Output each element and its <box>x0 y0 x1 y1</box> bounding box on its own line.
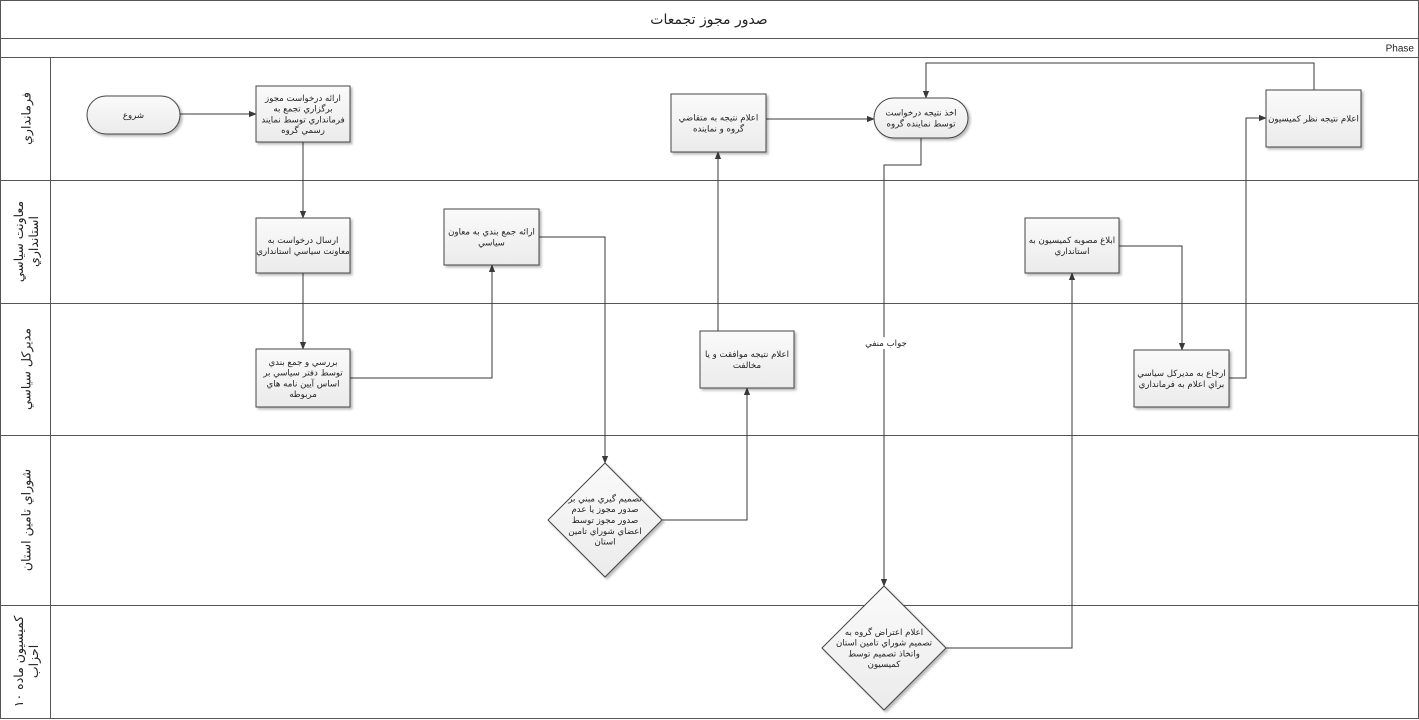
diagram-title: صدور مجوز تجمعات <box>650 12 767 28</box>
edge-d2-n8 <box>946 272 1076 649</box>
edge-n4-d1 <box>539 236 609 464</box>
phase-bar <box>0 38 1419 58</box>
edges-layer: جواب منفي <box>180 62 1315 649</box>
decision-shape <box>547 462 663 578</box>
edge-label-n7-d2: جواب منفي <box>865 339 907 349</box>
title-bar <box>0 0 1419 39</box>
node-label-n10: اعلام نتيجه نظر كميسيون <box>1268 115 1359 125</box>
lane-label-komision: كميسيون ماده ۱۰احزاب <box>11 616 42 708</box>
lane-header-farmandari <box>0 57 51 181</box>
process-shape <box>1133 349 1230 408</box>
process-shape <box>699 330 795 389</box>
edge-n8-n9 <box>1119 245 1186 351</box>
lane-label-farmandari: فرمانداري <box>19 92 35 145</box>
process-shape <box>255 217 351 274</box>
lane-label-shora: شوراي تامين استان <box>19 469 35 571</box>
lane-label-modirkol: مديركل سياسي <box>19 328 35 410</box>
process-shape <box>670 93 767 153</box>
process-shape <box>1024 217 1120 274</box>
lane-label-moavenat: معاونت سياسياستانداري <box>11 201 42 282</box>
terminator-shape <box>873 97 969 139</box>
lane-header-komision <box>0 605 51 719</box>
process-shape <box>255 85 351 143</box>
edge-n7-d2 <box>880 138 922 587</box>
node-label-start: شروع <box>123 111 144 121</box>
edge-n10-n7 <box>922 62 1315 99</box>
process-shape <box>443 208 540 266</box>
edge-label-bg <box>866 337 906 349</box>
process-shape <box>255 348 351 408</box>
edge-n9-n10 <box>1229 114 1267 379</box>
lanes-layer: فرمانداري معاونت سياسياستانداري مديركل سيا… <box>0 57 1419 719</box>
node-start: شروع <box>86 95 181 135</box>
decision-shape <box>821 585 947 711</box>
process-shape <box>1265 89 1362 148</box>
node-n10: اعلام نتيجه نظر كميسيون <box>1265 89 1362 148</box>
terminator-shape <box>86 95 181 135</box>
phase-label: Phase <box>1386 44 1415 55</box>
edge-n3-n4 <box>350 264 496 379</box>
edge-d1-n5 <box>662 387 751 521</box>
